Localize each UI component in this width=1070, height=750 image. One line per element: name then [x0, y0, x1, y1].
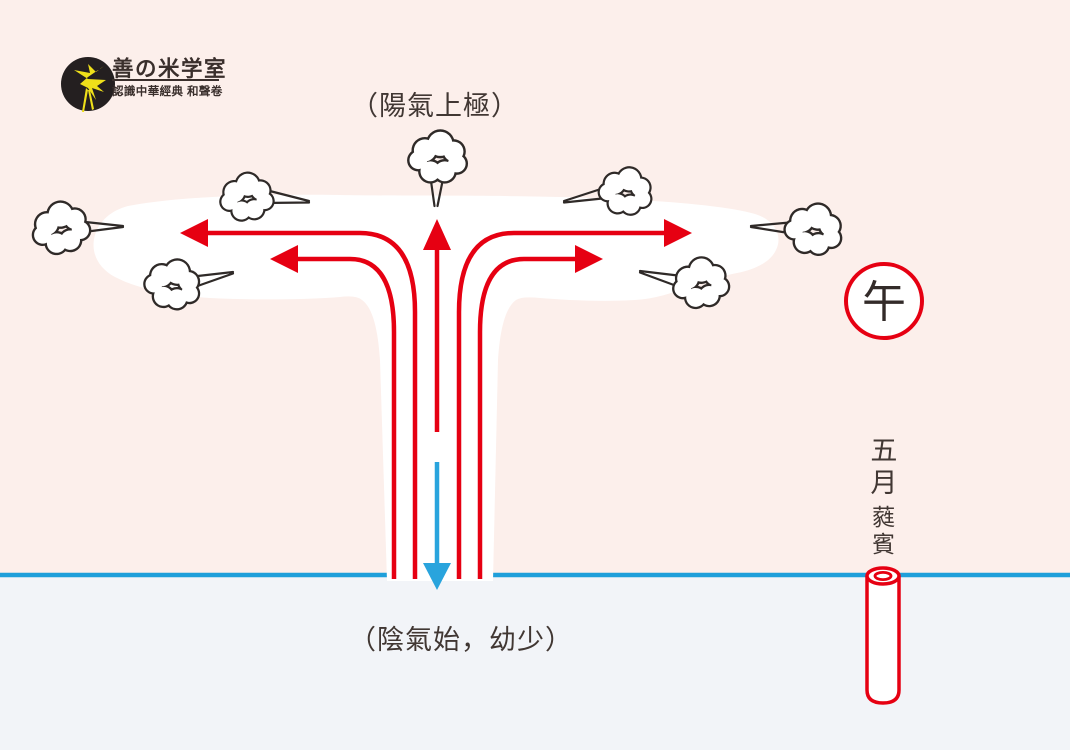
noon-branch-badge-circle — [844, 262, 924, 340]
logo-mark — [61, 57, 115, 112]
right-short-arrow — [477, 256, 578, 579]
right-long-arrow — [456, 230, 667, 579]
yin-down-arrow — [423, 462, 451, 590]
month-label: 五月 — [870, 436, 898, 498]
puff-lower-right — [638, 252, 733, 313]
logo-subtitle: 認識中華經典 和聲卷 — [112, 86, 223, 98]
yang-peak-label: （陽氣上極） — [351, 91, 519, 121]
steam-puffs — [25, 129, 847, 315]
left-long-arrowhead — [180, 219, 208, 247]
logo-title: 善の米学室 — [112, 57, 228, 81]
right-long-arrowhead — [664, 219, 692, 247]
yin-begins-label: （陰氣始，幼少） — [349, 625, 573, 655]
puff-upper-left — [216, 168, 311, 224]
pitch-pipe-label: 蕤賓 — [872, 504, 896, 558]
yang-arrowheads — [180, 219, 692, 273]
puff-lower-left — [139, 252, 235, 315]
center-up-arrowhead — [423, 219, 451, 250]
ground-background — [0, 575, 1070, 750]
puff-far-right — [749, 197, 847, 260]
logo-bird-icon — [74, 64, 106, 112]
yang-flow-arrows — [205, 230, 667, 579]
noon-branch-character: 午 — [862, 278, 906, 327]
puff-top-center — [407, 129, 469, 208]
puff-far-left — [25, 195, 125, 260]
left-long-arrow — [205, 230, 418, 579]
logo-underline — [112, 79, 219, 81]
puff-upper-right — [562, 163, 656, 219]
left-short-arrowhead — [270, 245, 298, 273]
left-short-arrow — [295, 256, 397, 579]
pitch-pipe — [865, 566, 901, 705]
right-short-arrowhead — [575, 245, 603, 273]
